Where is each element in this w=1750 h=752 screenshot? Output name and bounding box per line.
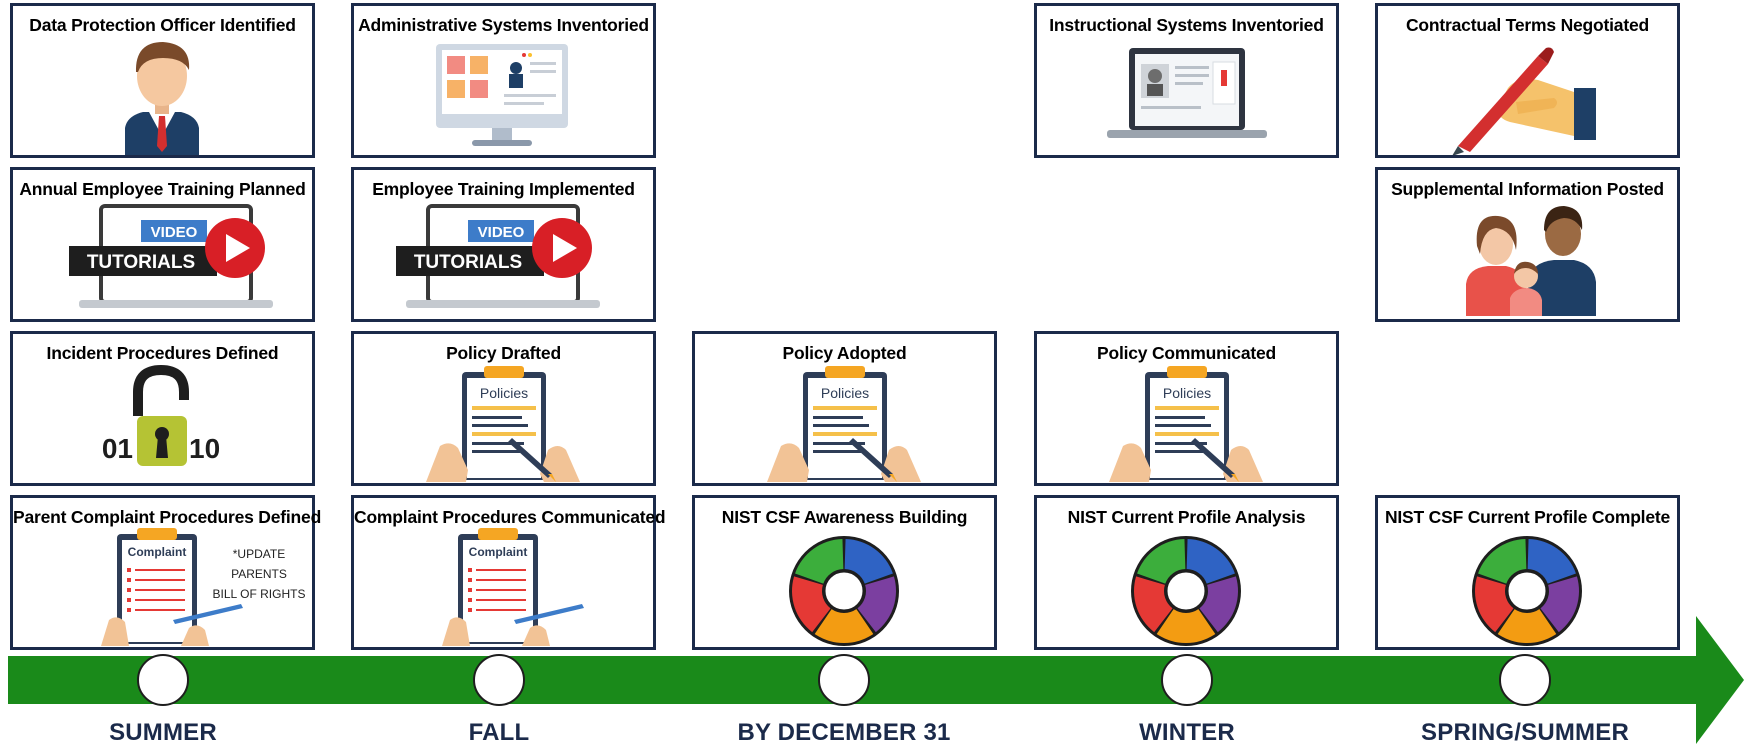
monitor-icon [436,44,568,146]
card-title: Policy Adopted [782,343,907,363]
svg-text:Policies: Policies [1163,385,1211,401]
nist-wheel-segment [1186,539,1235,584]
card-title: Contractual Terms Negotiated [1405,15,1649,35]
svg-text:Policies: Policies [821,385,869,401]
svg-text:VIDEO: VIDEO [151,224,198,241]
svg-text:01: 01 [102,433,133,464]
nist-wheel-segment [857,576,896,633]
milestone-marker-summer [137,654,189,706]
card-policy-drafted: Policy Drafted Policies [351,331,656,486]
card-title: Complaint Procedures Communicated [354,507,666,527]
season-label-summer: SUMMER [109,719,217,746]
nist-wheel-segment [844,539,893,584]
nist-wheel-icon [1472,536,1582,646]
nist-wheel-segment [1156,609,1216,643]
season-label-december: BY DECEMBER 31 [737,719,951,746]
policies-clipboard-icon: Policies [767,366,921,482]
svg-text:Complaint: Complaint [128,545,187,559]
pen-hand-icon [1452,47,1596,155]
card-annual-training: Annual Employee Training Planned VIDEO T… [10,167,315,322]
nist-wheel-segment [792,576,831,633]
update-parents-note: *UPDATE PARENTS BILL OF RIGHTS [212,547,306,601]
nist-wheel-icon [1131,536,1241,646]
card-supplemental-information: Supplemental Information Posted [1375,167,1680,322]
padlock-icon: 01 10 [102,364,220,466]
svg-text:TUTORIALS: TUTORIALS [414,252,522,273]
laptop-icon [1107,48,1267,138]
card-title: Parent Complaint Procedures Defined [13,507,322,527]
nist-wheel-segment [1475,576,1514,633]
nist-wheel-segment [1134,576,1173,633]
complaint-clipboard-icon: Complaint [442,528,584,646]
nist-wheel-segment [1199,576,1238,633]
card-title: Incident Procedures Defined [46,343,279,363]
card-title: Instructional Systems Inventoried [1049,15,1324,35]
season-label-winter: WINTER [1139,719,1235,746]
businessman-icon [125,42,199,155]
card-nist-complete: NIST CSF Current Profile Complete [1375,495,1680,650]
card-parent-complaint: Parent Complaint Procedures Defined Comp… [10,495,322,650]
card-nist-awareness: NIST CSF Awareness Building [692,495,997,650]
card-training-implemented: Employee Training Implemented VIDEO TUTO… [351,167,656,322]
nist-wheel-segment [1137,539,1186,584]
card-title: NIST CSF Awareness Building [721,507,968,527]
nist-wheel-segment [1540,576,1579,633]
card-instructional-systems: Instructional Systems Inventoried [1034,3,1339,158]
card-title: Annual Employee Training Planned [19,179,306,199]
card-complaint-communicated: Complaint Procedures Communicated Compla… [351,495,666,650]
milestone-marker-spring [1499,654,1551,706]
milestone-marker-fall [473,654,525,706]
svg-text:VIDEO: VIDEO [478,224,525,241]
complaint-clipboard-icon: Complaint [101,528,243,646]
card-administrative-systems: Administrative Systems Inventoried [351,3,656,158]
card-title: Data Protection Officer Identified [29,15,296,35]
card-title: Supplemental Information Posted [1391,179,1664,199]
family-icon [1466,206,1596,316]
season-label-fall: FALL [468,719,530,746]
svg-text:Policies: Policies [480,385,528,401]
card-title: Employee Training Implemented [372,179,635,199]
nist-wheel-segment [1478,539,1527,584]
card-data-protection-officer: Data Protection Officer Identified [10,3,315,158]
video-tutorials-icon: VIDEO TUTORIALS [396,204,600,308]
nist-wheel-segment [1497,609,1557,643]
card-nist-analysis: NIST Current Profile Analysis [1034,495,1339,650]
nist-wheel-segment [795,539,844,584]
nist-wheel-segment [1527,539,1576,584]
card-title: NIST Current Profile Analysis [1067,507,1306,527]
card-incident-procedures: Incident Procedures Defined 01 10 [10,331,315,486]
milestone-marker-winter [1161,654,1213,706]
policies-clipboard-icon: Policies [1109,366,1263,482]
video-tutorials-icon: VIDEO TUTORIALS [69,204,273,308]
card-contractual-terms: Contractual Terms Negotiated [1375,3,1680,158]
nist-wheel-segment [814,609,874,643]
card-title: Administrative Systems Inventoried [358,15,649,35]
card-title: Policy Drafted [446,343,561,363]
season-label-spring-summer: SPRING/SUMMER [1421,719,1629,746]
card-policy-communicated: Policy Communicated Policies [1034,331,1339,486]
card-title: NIST CSF Current Profile Complete [1384,507,1671,527]
svg-text:Complaint: Complaint [469,545,528,559]
svg-text:TUTORIALS: TUTORIALS [87,252,195,273]
nist-wheel-icon [789,536,899,646]
policies-clipboard-icon: Policies [426,366,580,482]
milestone-marker-december [818,654,870,706]
card-title: Policy Communicated [1096,343,1277,363]
card-policy-adopted: Policy Adopted Policies [692,331,997,486]
svg-text:10: 10 [189,433,220,464]
